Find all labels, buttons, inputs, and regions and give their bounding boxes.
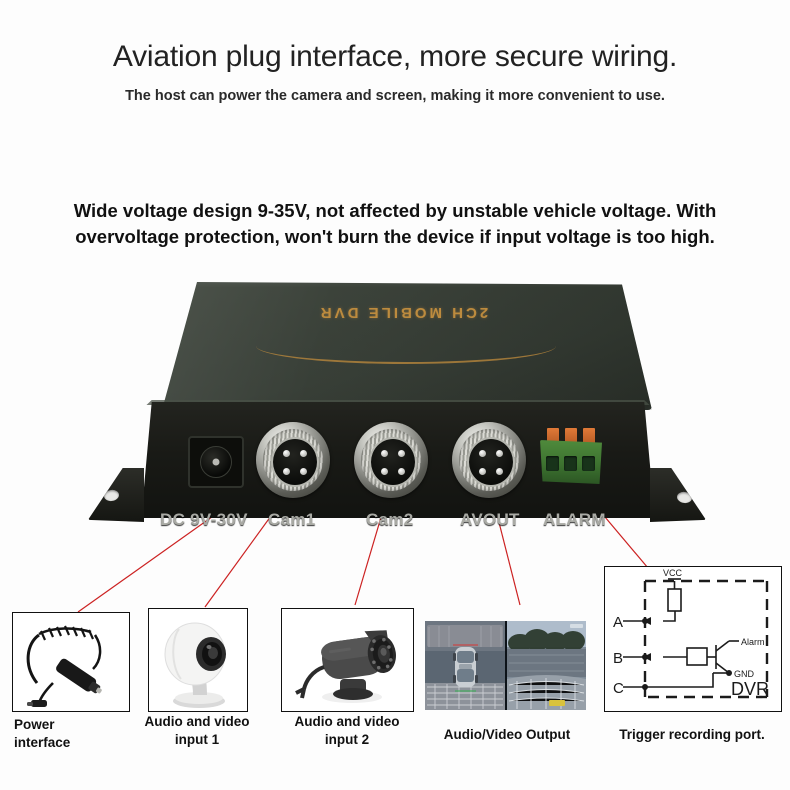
aviation-connector-cam1[interactable] (256, 422, 330, 498)
connector-pin (496, 450, 503, 457)
mounting-flange-right (650, 468, 706, 522)
connector-barrel (271, 437, 319, 487)
port-label-alarm: ALARM (543, 510, 606, 529)
av-output-screen-image (425, 621, 586, 710)
caption-power-interface: Power interface (14, 717, 71, 750)
port-label-cam2: Cam2 (366, 510, 414, 529)
dc-jack-barrel (200, 446, 232, 478)
caption-av-output: Audio/Video Output (443, 727, 571, 742)
connector-pin (300, 468, 307, 475)
terminal-slot (546, 456, 559, 471)
connector-pin (283, 450, 290, 457)
device-logo-text: 2CH MOBILE DVR (317, 304, 489, 321)
dc-jack-center-pin (212, 458, 220, 466)
port-label-dc: DC 9V-30V (160, 510, 248, 529)
connector-pin (381, 450, 388, 457)
schematic-alarm-label: Alarm (741, 637, 765, 647)
aviation-connector-avout[interactable] (452, 422, 526, 498)
dvr-device: 2CH MOBILE DVR (88, 282, 706, 544)
connector-pin (398, 450, 405, 457)
schematic-terminal-a: A (613, 614, 623, 631)
connector-pin (496, 468, 503, 475)
screw-hole (676, 490, 693, 505)
terminal-slot (564, 456, 577, 471)
connector-pin (283, 468, 290, 475)
port-label-cam1: Cam1 (268, 510, 316, 529)
terminal-housing (540, 440, 602, 484)
schematic-dvr-label: DVR (731, 679, 769, 699)
schematic-terminal-c: C (613, 680, 624, 697)
screw-hole (103, 488, 120, 503)
port-label-avout: AVOUT (460, 510, 520, 529)
schematic-vcc-label: VCC (663, 568, 683, 578)
device-logo-swoosh (256, 328, 556, 364)
feature-description: Wide voltage design 9-35V, not affected … (73, 200, 717, 248)
schematic-gnd-label: GND (734, 669, 755, 679)
thumbnail-trigger-recording-port[interactable]: A B C VCC Alarm GND DVR (604, 566, 782, 712)
dome-camera-image (149, 609, 247, 711)
connector-barrel (369, 437, 417, 487)
connector-pin (479, 450, 486, 457)
connector-pin (300, 450, 307, 457)
connector-barrel (467, 437, 515, 487)
caption-av-input-1: Audio and video input 1 (144, 714, 250, 747)
caption-av-input-2: Audio and video input 2 (294, 714, 400, 747)
power-cable-image (13, 613, 129, 711)
connector-pin (381, 468, 388, 475)
alarm-trigger-schematic-image: A B C VCC Alarm GND DVR (605, 567, 781, 711)
thumbnail-av-input-1[interactable] (148, 608, 248, 712)
thumbnail-av-output[interactable] (425, 621, 586, 710)
caption-trigger-recording-port: Trigger recording port. (619, 727, 765, 742)
mounting-flange-left (88, 468, 144, 522)
schematic-terminal-b: B (613, 650, 623, 667)
connector-pin (479, 468, 486, 475)
alarm-terminal-block[interactable] (540, 428, 602, 484)
thumbnail-av-input-2[interactable] (281, 608, 414, 712)
bullet-camera-image (282, 609, 413, 711)
thumbnail-power-interface[interactable] (12, 612, 130, 712)
dc-power-jack[interactable] (188, 436, 244, 488)
page-subheadline: The host can power the camera and screen… (125, 88, 665, 104)
connector-pin (398, 468, 405, 475)
aviation-connector-cam2[interactable] (354, 422, 428, 498)
terminal-slot (582, 456, 595, 471)
page-headline: Aviation plug interface, more secure wir… (112, 40, 678, 73)
